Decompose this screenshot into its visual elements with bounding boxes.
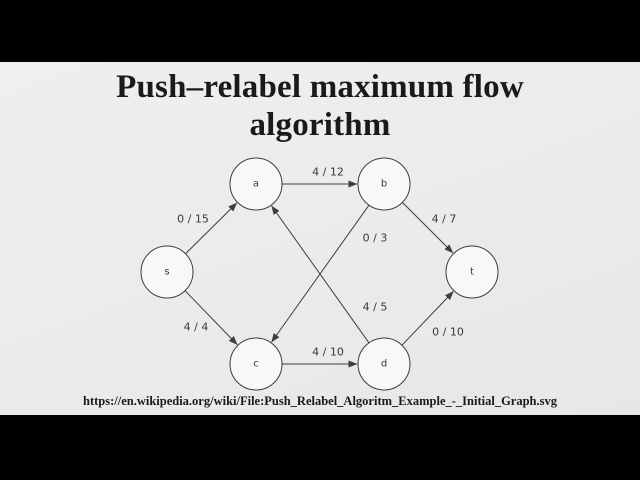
node-label-s: s [164,267,169,278]
edge-label-c-d: 4 / 10 [312,346,344,359]
node-label-t: t [470,267,474,278]
node-label-a: a [253,179,259,190]
graph-node-a [229,157,283,211]
graph-node-b [357,157,411,211]
graph-edge-d-a [271,205,370,344]
edge-label-s-a: 0 / 15 [177,213,209,226]
edge-label-d-a: 4 / 5 [363,301,388,314]
graph-edge-b-t [402,202,454,254]
slide-background [0,62,640,415]
edge-label-d-t: 0 / 10 [432,326,464,339]
page-title-line2: algorithm [249,107,391,143]
edge-label-a-b: 4 / 12 [312,166,344,179]
node-label-d: d [381,359,387,370]
graph-edge-s-c [184,290,238,345]
node-label-c: c [253,359,259,370]
letterbox-top-bar [0,0,640,62]
graph-node-t [445,245,499,299]
graph-node-c [229,337,283,391]
page-title: Push–relabel maximum flow algorithm [0,68,640,144]
source-url: https://en.wikipedia.org/wiki/File:Push_… [83,394,557,408]
graph-node-d [357,337,411,391]
page-title-line1: Push–relabel maximum flow [116,69,524,105]
edge-label-s-c: 4 / 4 [184,321,209,334]
letterbox-bottom-bar [0,415,640,480]
graph-edge-d-t [401,291,454,346]
graph-edge-s-a [185,202,238,255]
node-label-b: b [381,179,387,190]
graph-node-s [140,245,194,299]
edge-label-b-c: 0 / 3 [363,232,388,245]
edge-label-b-t: 4 / 7 [432,213,457,226]
